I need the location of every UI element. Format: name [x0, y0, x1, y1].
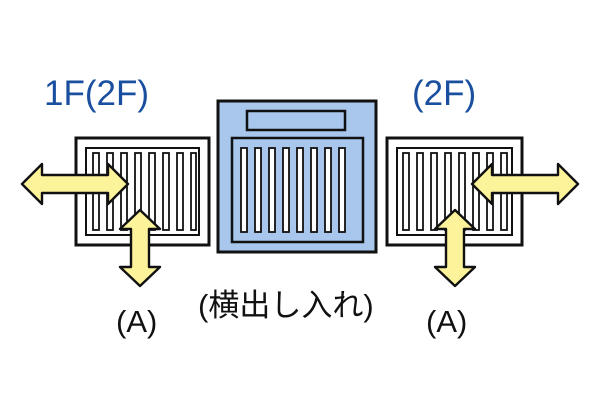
center-unit-slats [240, 147, 346, 233]
access-label-right: (A) [426, 304, 468, 339]
center-unit [216, 99, 378, 254]
right-horizontal-double-arrow-icon [470, 162, 580, 206]
floor-label-right: (2F) [412, 74, 477, 113]
side-insertion-label: (横出し入れ) [198, 288, 374, 323]
floor-label-left: 1F(2F) [44, 74, 149, 113]
access-label-left: (A) [116, 304, 158, 339]
center-unit-top-slot [245, 109, 347, 132]
